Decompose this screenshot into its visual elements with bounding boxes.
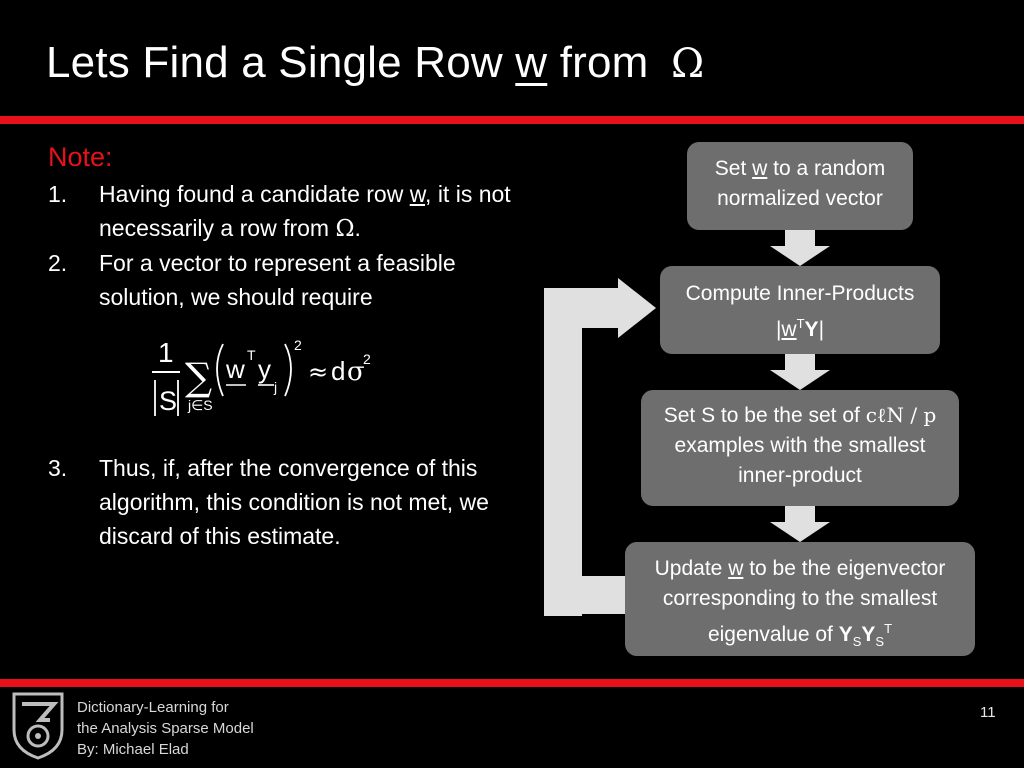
flow-step-inner-products: Compute Inner-Products |wTY| <box>660 266 940 354</box>
page-number: 11 <box>980 704 996 721</box>
box4-variable: w <box>728 557 744 580</box>
formula-transpose: T <box>247 347 256 363</box>
technion-logo-icon <box>12 692 64 760</box>
title-mid: from <box>547 38 661 87</box>
footer-line-1: Dictionary-Learning for <box>77 699 229 716</box>
paren-left <box>216 343 224 397</box>
formula-y: y <box>258 354 271 384</box>
formula-d: d <box>331 356 345 386</box>
sum-index: j∈S <box>187 397 213 413</box>
box4-y1: Y <box>838 623 853 646</box>
flow-step-eigenvector: Update w to be the eigenvector correspon… <box>625 542 975 656</box>
sum-symbol: ∑ <box>185 355 212 399</box>
box2-pipe-open: | <box>775 318 782 341</box>
box4-sub2: S <box>875 634 885 650</box>
footer-line-3: By: Michael Elad <box>77 741 189 758</box>
box2-pipe-close: | <box>818 318 825 341</box>
note-item-1: 1. Having found a candidate row w, it is… <box>48 177 518 247</box>
box4-sub1: S <box>852 634 862 650</box>
item-1-text-c: . <box>354 215 361 241</box>
formula-approx: ≈ <box>308 358 328 386</box>
formula-sigma: σ <box>347 357 365 387</box>
note-item-2: 2. For a vector to represent a feasible … <box>48 246 518 316</box>
box4-text-b: to be the eigenvector corresponding to t… <box>662 557 946 646</box>
box4-y2: Y <box>861 623 876 646</box>
item-text: For a vector to represent a feasible sol… <box>99 250 456 310</box>
down-arrow-icon <box>770 230 830 266</box>
box4-transpose: T <box>884 621 893 636</box>
down-arrow-icon <box>770 506 830 542</box>
box2-line1: Compute Inner-Products <box>685 282 915 305</box>
top-red-divider <box>0 116 1024 124</box>
flow-step-init: Set w to a random normalized vector <box>687 142 913 230</box>
paren-right <box>284 343 292 397</box>
item-1-text-b: , it is not necessarily a row from <box>99 181 511 241</box>
formula-numerator: 1 <box>158 337 174 368</box>
flow-step-select-set: Set S to be the set of cℓN / p examples … <box>641 390 959 506</box>
box4-text-a: Update <box>654 557 729 580</box>
formula-denominator: S <box>159 386 177 416</box>
formula-w: w <box>225 354 245 384</box>
feasibility-formula: 1 S ∑ j∈S w T y j 2 ≈ d σ 2 <box>152 337 371 416</box>
box1-variable: w <box>752 157 768 180</box>
formula-j: j <box>273 379 277 395</box>
box2-transpose: T <box>796 316 805 331</box>
sigma-exponent: 2 <box>363 351 371 367</box>
title-prefix: Lets Find a Single Row <box>46 38 516 87</box>
box1-text-a: Set <box>714 157 753 180</box>
formula-exponent: 2 <box>294 337 302 353</box>
item-number: 1. <box>48 181 68 207</box>
footer-line-2: the Analysis Sparse Model <box>77 720 254 737</box>
item-1-text-a: Having found a candidate row <box>99 181 410 207</box>
box1-text-b: to a random normalized vector <box>717 157 886 210</box>
item-number: 2. <box>48 250 68 276</box>
title-variable: w <box>515 38 548 87</box>
down-arrow-icon <box>770 354 830 390</box>
bottom-red-divider <box>0 679 1024 687</box>
box3-text-a: Set S to be the set of <box>663 404 866 427</box>
box3-formula: cℓN / p <box>865 403 937 427</box>
box2-line2: |wTY| <box>660 309 940 345</box>
note-heading: Note: <box>48 142 113 172</box>
item-1-variable: w <box>409 181 426 207</box>
item-number: 3. <box>48 455 68 481</box>
box3-text-b: examples with the smallest inner-product <box>674 434 926 487</box>
slide-title: Lets Find a Single Row w from Ω <box>46 38 704 88</box>
item-text: Having found a candidate row w, it is no… <box>99 177 519 246</box>
note-item-3: 3. Thus, if, after the convergence of th… <box>48 451 518 556</box>
item-text: Thus, if, after the convergence of this … <box>99 455 489 549</box>
loop-back-arrow <box>544 278 656 616</box>
footer-credits: Dictionary-Learning for the Analysis Spa… <box>77 697 254 760</box>
box2-bold-y: Y <box>804 318 819 341</box>
item-1-omega: Ω <box>335 216 355 242</box>
box2-variable: w <box>781 318 797 341</box>
omega-symbol: Ω <box>670 41 705 87</box>
